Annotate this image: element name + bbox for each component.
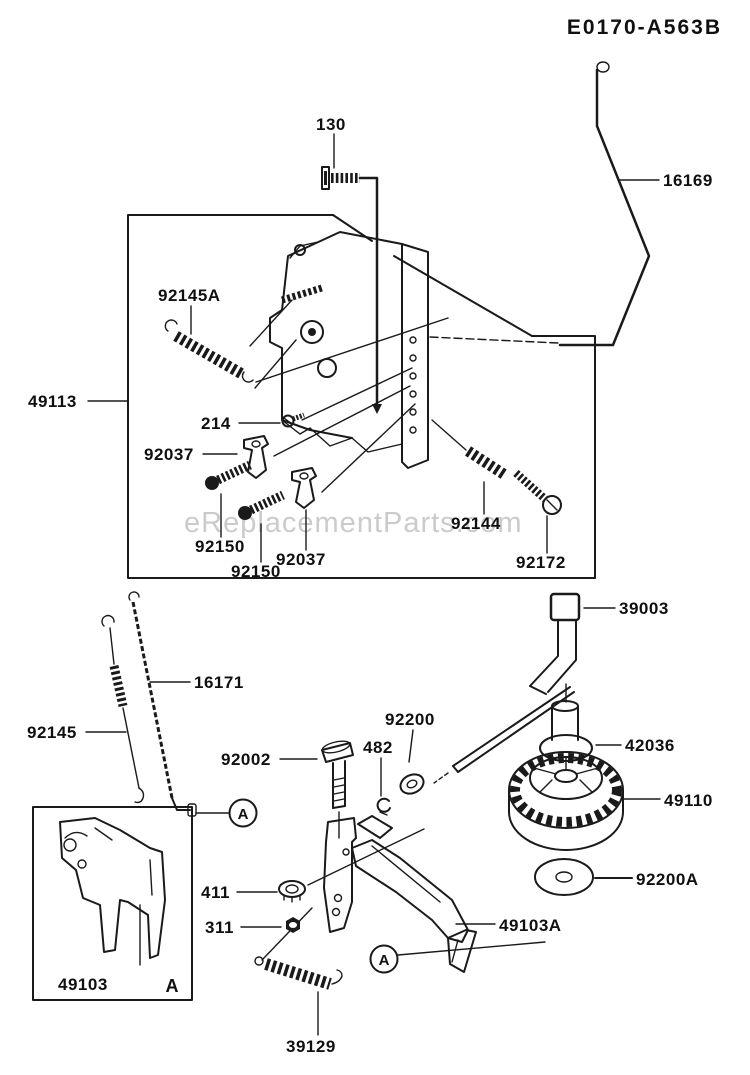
part-label-92145: 92145	[27, 723, 77, 742]
rod-39003-drawing	[433, 592, 616, 784]
part-label-482: 482	[363, 738, 393, 757]
part-label-49113: 49113	[28, 392, 77, 411]
screw-92172-drawing	[513, 470, 562, 554]
part-label-16171: 16171	[194, 673, 244, 692]
washer-92200A-drawing	[534, 858, 633, 896]
clamp-92037-1-drawing	[202, 435, 269, 479]
bolt-92150-1-drawing	[205, 460, 252, 538]
spring-39129-drawing	[254, 956, 343, 1036]
washer-92200-drawing	[399, 729, 425, 795]
rod-16171-drawing	[128, 591, 197, 817]
bolt-130-drawing	[321, 133, 382, 414]
gear-49110-drawing	[508, 751, 661, 851]
view-marker-a-2: A	[369, 941, 546, 974]
part-label-92037-1: 92037	[144, 445, 194, 464]
bolt-92150-2-drawing	[238, 490, 285, 563]
part-label-92144: 92144	[451, 514, 501, 533]
part-label-92150-2: 92150	[231, 562, 281, 581]
part-label-311: 311	[205, 918, 234, 937]
part-label-92172: 92172	[516, 553, 566, 572]
spring-92144-drawing	[465, 446, 508, 515]
nut-311-drawing	[240, 917, 300, 933]
lever-assembly-49103A-drawing	[261, 815, 496, 973]
view-marker-a-2-letter: A	[379, 952, 390, 969]
view-marker-a-1: A	[195, 798, 258, 828]
clamp-92037-2-drawing	[291, 467, 317, 551]
part-label-411: 411	[201, 883, 230, 902]
circlip-482-drawing	[376, 757, 391, 816]
screw-214-drawing	[238, 412, 305, 428]
inset-view-letter-a: A	[166, 976, 179, 996]
part-label-130: 130	[316, 115, 346, 134]
washer-411-drawing	[236, 880, 306, 903]
part-label-39129: 39129	[286, 1037, 336, 1056]
part-label-92002: 92002	[221, 750, 271, 769]
part-label-92200A: 92200A	[636, 870, 699, 889]
bolt-92002-drawing	[279, 740, 354, 839]
part-label-92145A: 92145A	[158, 286, 221, 305]
part-label-214: 214	[201, 414, 231, 433]
diagram-code-title: E0170-A563B	[567, 16, 722, 39]
part-label-92200: 92200	[385, 710, 435, 729]
part-label-49103A: 49103A	[499, 916, 562, 935]
inset-box-49103	[32, 806, 193, 1001]
part-label-42036: 42036	[625, 736, 675, 755]
group-box-49113	[127, 214, 596, 579]
part-label-92150-1: 92150	[195, 537, 245, 556]
part-label-92037-2: 92037	[276, 550, 326, 569]
collar-42036-drawing	[539, 700, 622, 762]
part-label-49110: 49110	[664, 791, 713, 810]
spring-92145A-drawing	[164, 305, 449, 383]
spring-92145-drawing	[85, 614, 145, 804]
view-marker-a-1-letter: A	[238, 806, 249, 823]
part-label-49103: 49103	[58, 975, 108, 994]
rod-16169-drawing	[558, 61, 660, 347]
control-panel-assembly-drawing	[249, 231, 467, 493]
part-label-39003: 39003	[619, 599, 669, 618]
part-label-16169: 16169	[663, 171, 713, 190]
